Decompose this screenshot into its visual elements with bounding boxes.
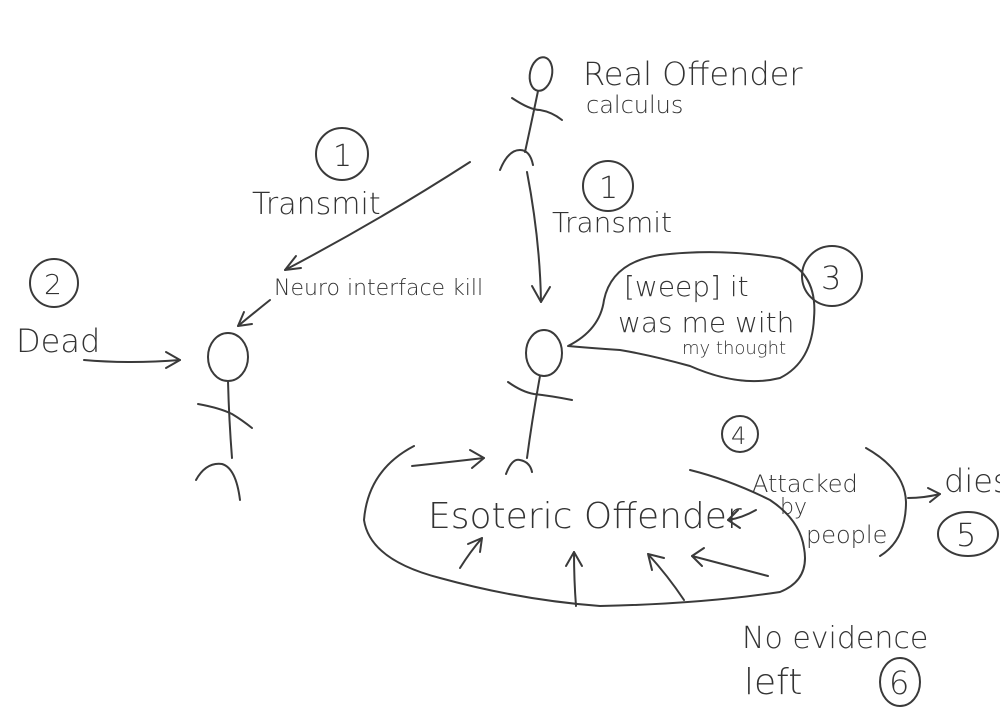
pressure-arrow-attacked xyxy=(727,509,757,529)
step-number-5: 5 xyxy=(956,516,976,554)
real-offender-subtitle: calculus xyxy=(586,91,683,119)
dies-arrow xyxy=(907,487,941,503)
step-circle-5 xyxy=(937,511,999,557)
victim-body xyxy=(227,380,233,459)
pressure-arrow-left-bottom xyxy=(459,537,483,569)
attacked-line-1: Attacked xyxy=(752,470,858,498)
esoteric-head xyxy=(525,329,563,377)
esoteric-legs xyxy=(505,458,533,475)
real-offender-legs xyxy=(499,149,534,171)
pressure-arrows xyxy=(411,449,769,607)
attacked-line-3: people xyxy=(806,521,887,549)
real-offender-arms xyxy=(511,97,563,121)
step-number-3: 3 xyxy=(821,259,841,297)
real-offender-body xyxy=(524,90,539,153)
pressure-arrow-right-1 xyxy=(647,553,685,601)
step-circle-2 xyxy=(29,258,79,308)
victim-figure xyxy=(195,332,253,501)
real-offender-figure xyxy=(499,56,563,171)
victim-legs xyxy=(195,462,241,501)
esoteric-offender-label: Esoteric Offender xyxy=(428,496,742,537)
step-circle-4 xyxy=(721,415,759,453)
pressure-arrow-top xyxy=(411,449,485,469)
step-number-6: 6 xyxy=(889,664,909,702)
transmit-left-arrow xyxy=(284,161,471,271)
real-offender-head xyxy=(528,56,554,92)
no-evidence-line-1: No evidence xyxy=(742,621,928,656)
neuro-interface-kill-label: Neuro interface kill xyxy=(274,276,483,301)
step-circle-3 xyxy=(801,245,863,307)
thought-bubble xyxy=(567,251,816,383)
attack-bracket xyxy=(865,447,907,557)
attacked-line-2: by xyxy=(780,495,807,520)
step-number-1-right: 1 xyxy=(599,171,618,206)
esoteric-ground-blob xyxy=(363,445,806,607)
step-number-1-left: 1 xyxy=(333,139,352,174)
victim-head xyxy=(207,332,249,382)
no-evidence-line-2: left xyxy=(744,662,802,703)
bubble-line-2: was me with xyxy=(618,306,794,339)
real-offender-title: Real Offender xyxy=(583,55,803,93)
esoteric-body xyxy=(526,375,541,459)
bubble-line-1: [weep] it xyxy=(624,270,749,303)
kill-arrow xyxy=(237,299,271,327)
transmit-right-arrow xyxy=(526,171,551,303)
step-circle-1-left xyxy=(315,127,369,181)
dies-label: dies xyxy=(944,462,1000,500)
pressure-arrow-right-2 xyxy=(691,547,769,577)
victim-arms xyxy=(197,403,253,429)
transmit-right-label: Transmit xyxy=(552,206,672,239)
transmit-left-label: Transmit xyxy=(252,187,381,222)
esoteric-offender-figure xyxy=(505,329,573,475)
step-number-2: 2 xyxy=(44,268,62,301)
step-number-4: 4 xyxy=(731,422,746,450)
dead-label: Dead xyxy=(16,322,100,360)
esoteric-arms xyxy=(507,381,573,401)
pressure-arrow-middle xyxy=(565,551,583,607)
step-circle-1-right xyxy=(582,160,634,212)
bubble-line-3: my thought xyxy=(682,338,786,359)
dead-arrow xyxy=(83,351,181,369)
step-circle-6 xyxy=(879,657,921,707)
